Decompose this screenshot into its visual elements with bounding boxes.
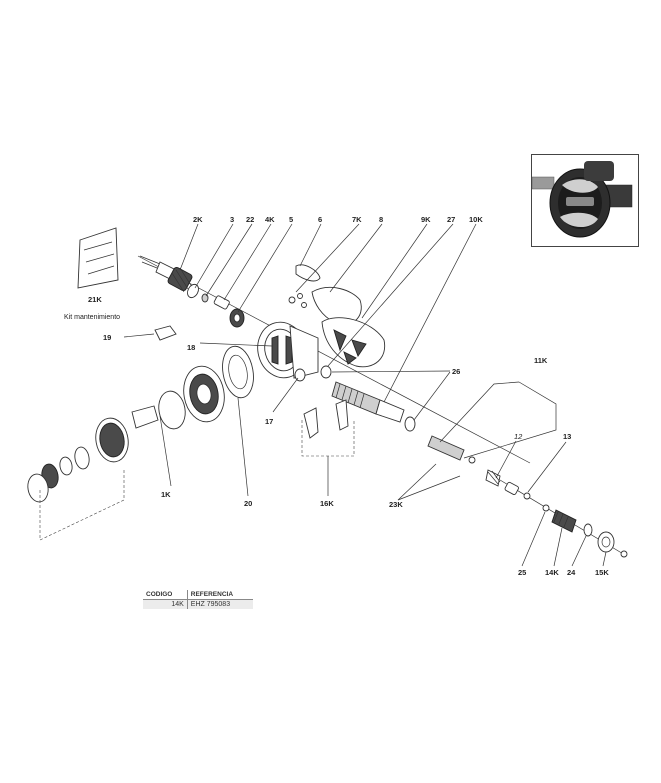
part-18-housing [257, 321, 319, 379]
callout-12: 12 [514, 432, 523, 441]
callout-4k: 4K [265, 215, 275, 224]
callout-11k: 11K [534, 356, 548, 365]
callout-22: 22 [246, 215, 254, 224]
callout-17: 17 [265, 417, 273, 426]
callout-27: 27 [447, 215, 455, 224]
part-3-oring [187, 283, 199, 299]
callout-5: 5 [289, 215, 293, 224]
callout-18: 18 [187, 343, 195, 352]
part-5-nut [229, 308, 245, 328]
part-26-oring-b [404, 416, 416, 432]
header-referencia: REFERENCIA [187, 590, 253, 600]
part-4k-seat [213, 295, 230, 310]
part-16k-lever-b [335, 399, 349, 431]
part-24-oring [583, 523, 593, 537]
callout-26: 26 [452, 367, 460, 376]
part-19-lever [154, 325, 177, 341]
callout-19: 19 [103, 333, 111, 342]
part-20-diaphragm [222, 345, 254, 399]
callout-13: 13 [563, 432, 571, 441]
callout-15k: 15K [595, 568, 609, 577]
callout-7k: 7K [352, 215, 362, 224]
cell-referencia: EHZ 795083 [187, 599, 253, 609]
reference-table-header: CODIGO REFERENCIA [143, 590, 253, 600]
maintenance-kit-bag [77, 227, 119, 289]
part-7k-small-c [301, 302, 307, 308]
part-7k-small-b [297, 293, 303, 299]
part-7k-small-a [288, 296, 296, 304]
part-14k-seat [551, 509, 577, 533]
part-26-oring-a [320, 365, 332, 379]
callout-16k: 16K [320, 499, 334, 508]
part-1k-cover-assembly [27, 365, 225, 503]
callout-3: 3 [230, 215, 234, 224]
table-row: 14K EHZ 795083 [143, 599, 253, 609]
callout-9k: 9K [421, 215, 431, 224]
part-16k-lever-a [303, 407, 319, 439]
part-22-ring [201, 293, 209, 303]
callout-23k: 23K [389, 500, 403, 509]
cell-codigo: 14K [143, 599, 188, 609]
part-11k-assembly [427, 435, 519, 495]
reference-table: CODIGO REFERENCIA 14K EHZ 795083 [143, 590, 253, 609]
inset-product-photo [531, 154, 639, 247]
kit-label: Kit mantenimiento [64, 314, 120, 321]
part-6-clip [295, 264, 321, 282]
part-2k-fitting [167, 266, 193, 293]
callout-14k: 14K [545, 568, 559, 577]
callout-2k: 2K [193, 215, 203, 224]
callout-8: 8 [379, 215, 383, 224]
part-25 [542, 504, 550, 512]
part-9k-exhaust-cover [321, 317, 386, 368]
part-13 [523, 492, 531, 500]
callout-10k: 10K [469, 215, 483, 224]
callout-24: 24 [567, 568, 576, 577]
callout-1k: 1K [161, 490, 171, 499]
callout-25: 25 [518, 568, 526, 577]
header-codigo: CODIGO [143, 590, 188, 600]
leader-lines [159, 223, 607, 567]
part-10k-valve-stem [331, 381, 405, 423]
leader-19 [123, 333, 155, 338]
part-15k-knob [597, 531, 628, 558]
regulator-illustration [531, 161, 633, 238]
group-1k-outline [39, 470, 125, 541]
part-17-oring [294, 368, 306, 382]
callout-20: 20 [244, 499, 252, 508]
callout-6: 6 [318, 215, 322, 224]
callout-21k: 21K [88, 295, 102, 304]
